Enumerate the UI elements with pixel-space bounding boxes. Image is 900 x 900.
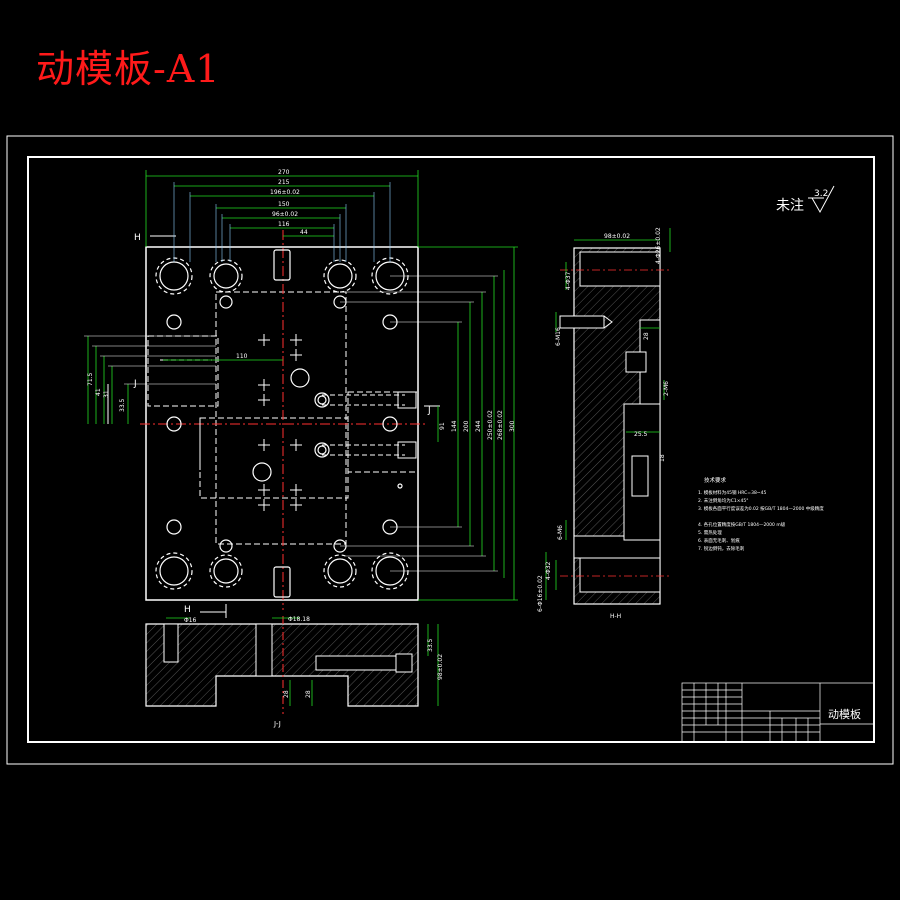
note-1: 1. 模板材料为45钢 HRC=38~45 [698,489,766,496]
j-mark-right: J [427,406,431,416]
dim-right-6: 268±0.02 [497,410,504,440]
inner-frame [27,156,875,743]
hh-dim-r3: 28 [643,332,650,340]
hh-dim-l3: 6-M6 [557,525,564,540]
outer-frame [6,135,894,765]
jj-right-2: 98±0.02 [437,654,444,680]
notes-heading: 技术要求 [704,476,727,484]
dim-right-7: 300 [509,420,516,432]
hh-dim-l2: 6-M16 [555,327,562,346]
hh-dim-r2: 25.5 [634,431,648,438]
h-mark-top: H [134,233,141,243]
dim-right-5: 250±0.02 [487,410,494,440]
hh-dim-top: 98±0.02 [604,233,630,240]
note-2: 2. 未注倒角均为C1×45° [698,497,748,504]
dim-top-7: 44 [300,229,308,236]
hh-dim-l1: 4-Φ37 [565,271,572,290]
roughness-note: 未注 3.2 [776,185,835,214]
jj-section-view: Φ16 Φ18.18 33.5 98±0.02 28 28 J-J [145,616,444,728]
dim-left-2: 41 [95,388,102,396]
plan-view: H H J J [107,230,440,618]
jj-bot-2: 28 [305,690,312,698]
hh-dim-l4: 4-Φ32 [545,561,552,580]
jj-bot-1: 28 [283,690,290,698]
jj-right-1: 33.5 [427,638,434,652]
page-title: 动模板-A1 [36,47,221,91]
title-block-part-name: 动模板 [828,707,861,721]
dim-top-3: 196±0.02 [270,189,300,196]
jj-dim-2: Φ18.18 [288,616,310,623]
top-dimensions [145,170,419,247]
dim-left-1: 71.5 [87,372,94,386]
jj-dim-1: Φ16 [184,617,197,624]
note-3: 3. 模板各面平行度误差为0.02 按GB/T 1804—2000 中级精度 [698,505,824,512]
dim-top-1: 270 [278,169,290,176]
note-4: 4. 各孔位置精度按GB/T 1804—2000 m级 [698,521,786,528]
jj-section-label: J-J [273,720,281,728]
roughness-value: 3.2 [814,189,828,199]
dim-right-3: 200 [463,420,470,432]
hh-dim-r1: 2-M6 [663,381,670,396]
dim-right-2: 144 [451,420,458,432]
hh-section-view: 98±0.02 4-Φ26±0.02 4-Φ37 6-M16 6-M6 4-Φ3… [537,227,671,620]
hh-section-label: H-H [610,613,621,620]
title-block [681,682,875,743]
dim-top-6: 116 [278,221,290,228]
note-5: 5. 需热处理 [698,529,722,536]
dim-left-4: 33.5 [119,398,126,412]
dim-right-1: 91 [439,422,446,430]
hh-dim-r4: 18 [659,454,666,462]
dim-left-3: 31 [103,390,110,398]
note-6: 6. 表面无毛刺、划痕 [698,537,740,544]
left-dimensions [87,336,283,424]
dim-top-5: 96±0.02 [272,211,298,218]
technical-notes: 技术要求 1. 模板材料为45钢 HRC=38~45 2. 未注倒角均为C1×4… [698,476,824,552]
dim-top-4: 150 [278,201,290,208]
note-7: 7. 锐边倒钝，去除毛刺 [698,545,745,552]
dim-top-2: 215 [278,179,290,186]
hh-dim-top2: 4-Φ26±0.02 [655,227,662,264]
hh-dim-l5: 6-Φ16±0.02 [537,575,544,612]
right-dimensions [418,246,518,601]
dim-right-4: 244 [475,420,482,432]
h-mark-bottom: H [184,605,191,615]
roughness-label: 未注 [776,198,804,214]
dim-center-w: 110 [236,353,248,360]
